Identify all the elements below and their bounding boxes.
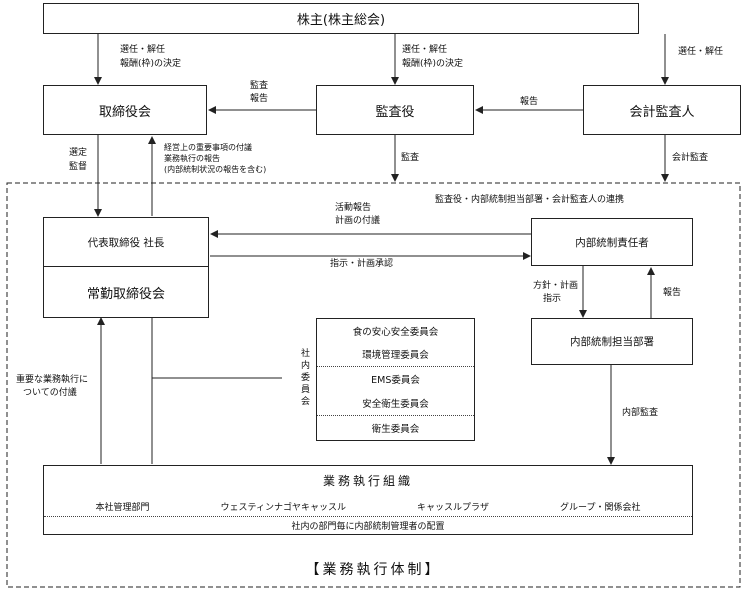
label-appoint-auditors: 選任・解任 [402,45,448,55]
ic-officer-box: 内部統制責任者 [531,218,693,266]
system-title: 【業務執行体制】 [305,562,442,578]
label-board-report-2: 業務執行の報告 [164,154,220,163]
label-important-1: 重要な業務執行に [16,375,89,385]
shareholders-label: 株主(株主総会) [296,13,386,28]
label-audit-report-2: 報告 [250,94,269,104]
operations-box: 業務執行組織 本社管理部門 ウェスティンナゴヤキャッスル キャッスルプラザ グル… [43,465,693,535]
label-select: 選定 [69,148,88,158]
label-appoint-board: 選任・解任 [120,45,166,55]
label-activity-2: 計画の付議 [335,216,381,226]
committees-side-label: 社内委員会 [300,349,310,407]
shareholders-box: 株主(株主総会) [43,3,639,34]
label-acct-audit: 会計監査 [672,153,709,163]
operations-unit: グループ・関係会社 [560,503,641,513]
accounting-auditor-label: 会計監査人 [629,104,695,120]
label-board-report-1: 経営上の重要事項の付議 [164,143,252,152]
ic-dept-label: 内部統制担当部署 [570,336,654,348]
committee-item: 衛生委員会 [371,424,420,435]
label-internal-audit: 内部監査 [622,408,659,418]
ic-officer-label: 内部統制責任者 [575,236,649,249]
auditors-label: 監査役 [375,104,415,120]
label-appoint-acct: 選任・解任 [678,47,724,57]
accounting-auditor-box: 会計監査人 [583,85,741,135]
label-supervise: 監督 [69,162,88,172]
board-box: 取締役会 [43,85,207,135]
label-comp-auditors: 報酬(枠)の決定 [402,59,464,69]
exec-board-box: 常勤取締役会 [43,266,209,318]
auditors-box: 監査役 [316,85,474,135]
exec-board-label: 常勤取締役会 [86,286,165,302]
committee-item: 食の安心安全委員会 [352,326,439,338]
operations-title: 業務執行組織 [322,474,413,488]
label-report-ic: 報告 [663,288,682,298]
label-comp-board: 報酬(枠)の決定 [120,59,182,69]
label-board-report-3: (内部統制状況の報告を含む) [164,165,267,174]
committee-item: 環境管理委員会 [317,342,474,367]
label-important-2: ついての付議 [23,388,77,398]
label-audit: 監査 [401,153,420,163]
label-activity-1: 活動報告 [335,203,372,213]
committee-item: EMS委員会 [371,375,420,386]
system-frame [6,182,741,588]
board-label: 取締役会 [98,104,151,120]
label-instruct: 指示・計画承認 [330,259,394,269]
operations-footer: 社内の部門毎に内部統制管理者の配置 [291,522,445,532]
ceo-box: 代表取締役 社長 [43,217,209,267]
operations-unit: ウェスティンナゴヤキャッスル [220,503,346,513]
ic-dept-box: 内部統制担当部署 [531,318,693,365]
operations-unit: キャッスルプラザ [416,503,489,513]
operations-unit: 本社管理部門 [95,503,150,513]
label-coop: 監査役・内部統制担当部署・会計監査人の連携 [435,195,625,205]
ceo-label: 代表取締役 社長 [87,236,165,249]
label-policy-2: 指示 [543,294,562,304]
label-policy-1: 方針・計画 [533,281,579,291]
label-report-acct: 報告 [520,97,539,107]
label-audit-report-1: 監査 [250,81,269,91]
committee-item: 安全衛生委員会 [317,391,474,416]
committees-box: 食の安心安全委員会 環境管理委員会 EMS委員会 安全衛生委員会 衛生委員会 [316,318,475,441]
